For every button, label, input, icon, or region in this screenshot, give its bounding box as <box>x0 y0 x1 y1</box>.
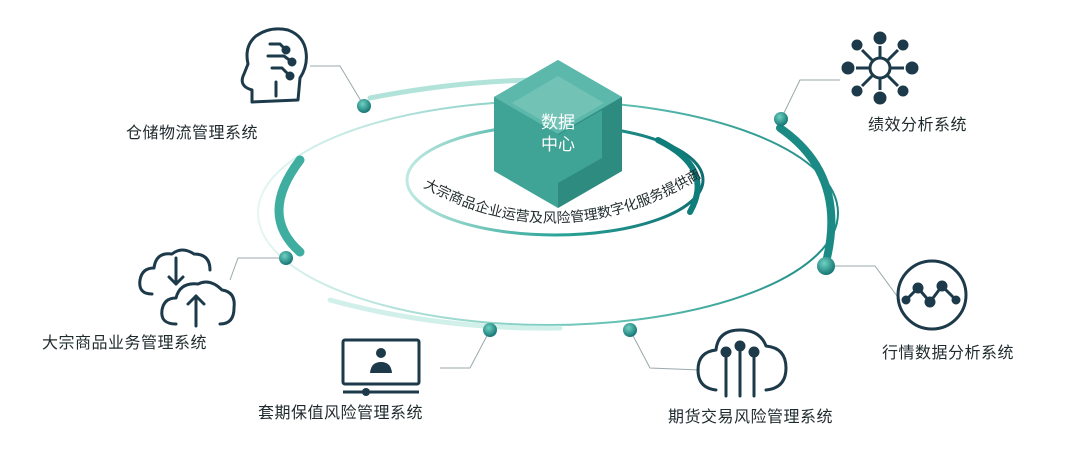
ring-nodes <box>279 99 835 337</box>
cloud-circuit-icon <box>696 328 788 398</box>
line-chart-icon <box>896 259 968 331</box>
node-hedging <box>483 323 497 337</box>
data-center-cube <box>494 60 622 208</box>
label-hedging: 套期保值风险管理系统 <box>258 405 424 422</box>
label-warehouse: 仓储物流管理系统 <box>126 125 259 142</box>
center-title-line2: 中心 <box>541 135 575 154</box>
label-market: 行情数据分析系统 <box>882 345 1015 362</box>
node-market <box>817 257 835 275</box>
node-performance <box>774 112 788 126</box>
node-futures <box>623 323 637 337</box>
label-commodity: 大宗商品业务管理系统 <box>42 335 208 352</box>
video-monitor-icon <box>341 338 421 396</box>
node-commodity <box>279 251 293 265</box>
node-warehouse <box>357 99 371 113</box>
ai-head-icon <box>240 27 308 104</box>
center-title-line1: 数据 <box>541 113 575 132</box>
cloud-sync-icon <box>138 248 236 328</box>
label-futures: 期货交易风险管理系统 <box>668 409 834 426</box>
network-hub-icon <box>841 31 919 105</box>
label-performance: 绩效分析系统 <box>868 117 968 134</box>
connector-lines <box>229 65 901 371</box>
